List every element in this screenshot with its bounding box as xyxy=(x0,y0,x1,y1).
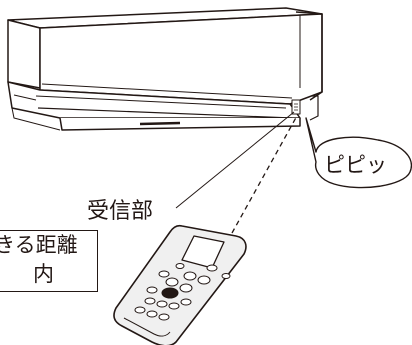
range-note-line2: 内 xyxy=(33,262,54,286)
air-conditioner-icon xyxy=(7,7,323,131)
receiver-leader-line xyxy=(175,111,295,209)
beep-sound-label: ピピッ xyxy=(324,153,387,177)
signal-dashed-line xyxy=(231,113,299,234)
range-note-box xyxy=(0,230,98,292)
receiver-label: 受信部 xyxy=(87,199,154,224)
speech-bubble-icon xyxy=(305,117,412,189)
remote-control-icon xyxy=(113,224,247,345)
range-note-line1: きる距離 xyxy=(0,233,78,257)
